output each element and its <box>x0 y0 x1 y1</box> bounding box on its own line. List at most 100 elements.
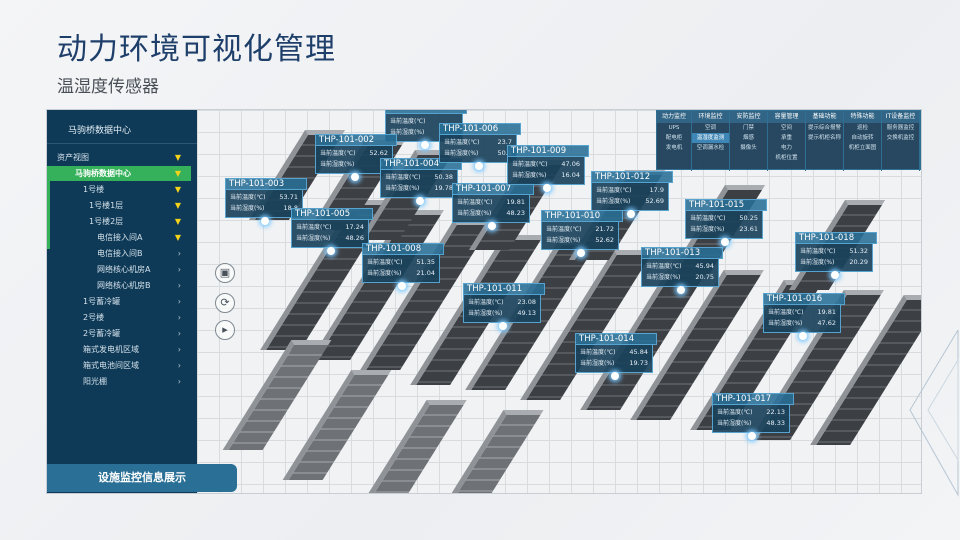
chevron-right-icon[interactable]: › <box>177 249 181 258</box>
menu-option[interactable]: 发电机 <box>665 145 683 151</box>
menu-option[interactable]: 服务器监控 <box>886 125 915 131</box>
sidebar-item[interactable]: 马驹桥数据中心▼ <box>47 166 191 181</box>
chevron-down-icon[interactable]: ▼ <box>174 169 181 178</box>
chevron-right-icon[interactable]: › <box>177 297 181 306</box>
sensor-pin-icon[interactable] <box>351 173 359 181</box>
chevron-right-icon[interactable]: › <box>177 361 181 370</box>
menu-heading[interactable]: 容量管理 <box>768 111 805 123</box>
temperature-row: 当前温度(℃)23.7 <box>444 137 512 148</box>
chevron-down-icon[interactable]: ▼ <box>174 201 181 210</box>
menu-option[interactable]: 自动旋转 <box>851 135 874 141</box>
sensor-pin-icon[interactable] <box>398 282 406 290</box>
menu-heading[interactable]: 动力监控 <box>657 111 691 123</box>
chevron-down-icon[interactable]: ▼ <box>174 217 181 226</box>
sensor-pin-icon[interactable] <box>475 162 483 170</box>
menu-option[interactable]: 门禁 <box>742 125 754 131</box>
chevron-right-icon[interactable]: › <box>177 265 181 274</box>
layers-icon[interactable]: ▣ <box>215 263 235 283</box>
menu-option[interactable]: 电力 <box>780 145 792 151</box>
rotate-icon[interactable]: ⟳ <box>215 293 235 313</box>
sidebar-item[interactable]: 网络核心机房B› <box>47 278 191 293</box>
sidebar-item[interactable]: 阳光棚› <box>47 374 191 389</box>
sensor-pin-icon[interactable] <box>831 271 839 279</box>
menu-option[interactable]: 配电柜 <box>665 135 683 141</box>
sensor-pin-icon[interactable] <box>499 322 507 330</box>
sidebar-item[interactable]: 1号楼2层▼ <box>47 214 191 229</box>
sensor-pin-icon[interactable] <box>611 372 619 380</box>
menu-option[interactable]: 温湿度监测 <box>692 133 729 143</box>
sensor-pin-icon[interactable] <box>327 247 335 255</box>
facility-info-button[interactable]: 设施监控信息展示 <box>47 464 237 492</box>
menu-heading[interactable]: 基础功能 <box>806 111 843 123</box>
menu-option[interactable]: 巡检 <box>856 125 868 131</box>
menu-option[interactable]: 空调漏水检 <box>696 145 725 151</box>
sensor-pin-icon[interactable] <box>416 197 424 205</box>
menu-option[interactable]: 提示机柜名称 <box>807 135 841 141</box>
menu-option[interactable]: UPS <box>668 125 680 131</box>
play-icon[interactable]: ▸ <box>215 320 235 340</box>
sidebar-item[interactable]: 1号楼▼ <box>47 182 191 197</box>
sidebar-item[interactable]: 电信接入间A▼ <box>47 230 191 245</box>
menu-option[interactable]: 空间 <box>780 125 792 131</box>
menu-option[interactable]: 烟感 <box>742 135 754 141</box>
menu-option[interactable]: 交换机监控 <box>886 135 915 141</box>
chevron-right-icon[interactable]: › <box>177 313 181 322</box>
menu-heading[interactable]: 特殊功能 <box>844 111 881 123</box>
sidebar-item[interactable]: 2号楼› <box>47 310 191 325</box>
sidebar-item[interactable]: 网络核心机房A› <box>47 262 191 277</box>
sensor-pin-icon[interactable] <box>721 238 729 246</box>
sidebar-item[interactable]: 资产视图▼ <box>47 150 191 165</box>
menu-heading[interactable]: IT设备监控 <box>882 111 919 123</box>
menu-option[interactable]: 摄像头 <box>740 145 757 151</box>
menu-heading[interactable]: 安防监控 <box>730 111 767 123</box>
chevron-right-icon[interactable]: › <box>177 329 181 338</box>
chevron-right-icon[interactable]: › <box>177 345 181 354</box>
sidebar-item[interactable]: 1号楼1层▼ <box>47 198 191 213</box>
menu-option[interactable]: 承重 <box>780 135 792 141</box>
sensor-pin-icon[interactable] <box>748 432 756 440</box>
menu-heading[interactable]: 环境监控 <box>692 111 729 123</box>
chevron-right-icon[interactable]: › <box>177 281 181 290</box>
menu-option[interactable]: 空调 <box>704 125 716 131</box>
sensor-pin-icon[interactable] <box>799 332 807 340</box>
sidebar-item[interactable]: 1号蓄冷罐› <box>47 294 191 309</box>
sidebar-item[interactable]: 箱式发电机区域› <box>47 342 191 357</box>
menu-option[interactable]: 机柜位置 <box>775 155 798 161</box>
sidebar-item[interactable]: 箱式电池间区域› <box>47 358 191 373</box>
sensor-pin-icon[interactable] <box>421 141 429 149</box>
sidebar-item[interactable]: 电信接入间B› <box>47 246 191 261</box>
rack[interactable] <box>367 400 467 493</box>
chevron-down-icon[interactable]: ▼ <box>174 233 181 242</box>
chevron-down-icon[interactable]: ▼ <box>174 185 181 194</box>
sidebar-item[interactable]: 2号蓄冷罐› <box>47 326 191 341</box>
sensor-pin-icon[interactable] <box>577 249 585 257</box>
sensor-pin-icon[interactable] <box>543 184 551 192</box>
chevron-right-icon[interactable]: › <box>177 377 181 386</box>
sensor-pin-icon[interactable] <box>261 217 269 225</box>
menu-option[interactable]: 提示综合报警 <box>807 125 841 131</box>
sensor-pin-icon[interactable] <box>677 286 685 294</box>
chevron-down-icon[interactable]: ▼ <box>174 153 181 162</box>
sensor-pin-icon[interactable] <box>627 210 635 218</box>
sensor-pin-icon[interactable] <box>488 222 496 230</box>
rack[interactable] <box>450 410 544 493</box>
menu-option[interactable]: 机柜立面图 <box>848 145 877 151</box>
